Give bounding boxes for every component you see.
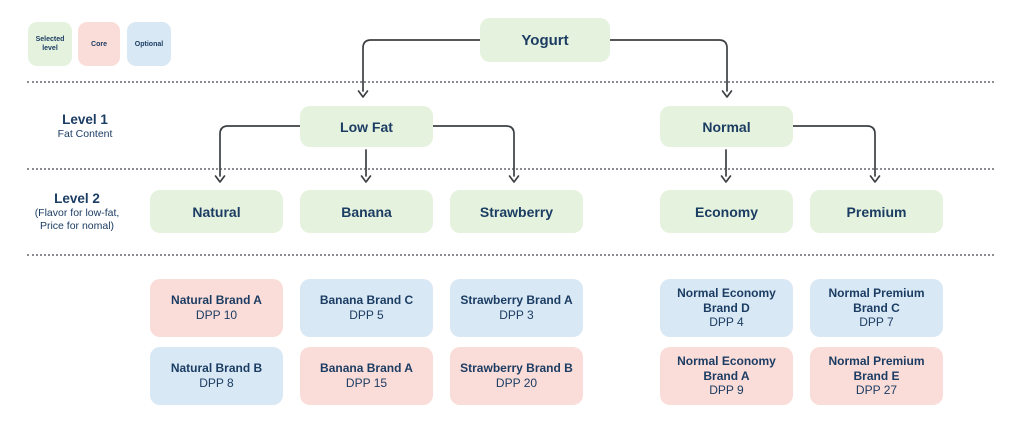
brand-title: Strawberry Brand B: [460, 361, 573, 376]
brand-dpp: DPP 27: [855, 383, 898, 397]
dotted-separator-top: [27, 81, 994, 83]
legend-label: Core: [91, 40, 107, 48]
brand-dpp: DPP 8: [199, 375, 234, 390]
brand-card-natural-brand-b: Natural Brand B DPP 8: [150, 347, 283, 405]
brand-dpp: DPP 10: [195, 307, 238, 322]
brand-title: Banana Brand A: [320, 361, 413, 376]
level2-title: Level 2: [54, 191, 100, 206]
level2-node-strawberry: Strawberry: [450, 190, 583, 233]
arrow-down-icon: [508, 175, 520, 183]
brand-dpp: DPP 3: [499, 307, 534, 322]
level2-node-economy: Economy: [660, 190, 793, 233]
edge-yogurt-to-normal: [609, 39, 728, 92]
node-label: Premium: [846, 203, 907, 220]
arrow-down-icon: [360, 175, 372, 183]
level2-row-label: Level 2 (Flavor for low-fat, Price for n…: [12, 191, 142, 233]
arrow-down-icon: [720, 175, 732, 183]
arrow-down-icon: [357, 90, 369, 98]
brand-dpp: DPP 7: [859, 315, 894, 329]
level1-row-label: Level 1 Fat Content: [20, 112, 150, 141]
arrow-down-icon: [721, 90, 733, 98]
level2-subtitle-line2: Price for nomal): [39, 220, 115, 232]
brand-title: Natural Brand A: [171, 293, 262, 308]
node-label: Strawberry: [479, 203, 554, 220]
level2-node-premium: Premium: [810, 190, 943, 233]
level1-node-low-fat: Low Fat: [300, 106, 433, 147]
brand-card-strawberry-brand-b: Strawberry Brand B DPP 20: [450, 347, 583, 405]
brand-dpp: DPP 9: [709, 383, 744, 397]
brand-card-banana-brand-c: Banana Brand C DPP 5: [300, 279, 433, 337]
brand-title: Normal Premium Brand E: [828, 354, 925, 383]
brand-dpp: DPP 15: [345, 375, 388, 390]
brand-card-normal-economy-brand-a: Normal Economy Brand A DPP 9: [660, 347, 793, 405]
node-label: Yogurt: [521, 31, 569, 49]
node-label: Economy: [694, 203, 758, 220]
node-label: Natural: [192, 203, 241, 220]
brand-title: Strawberry Brand A: [460, 293, 573, 308]
brand-title: Normal Premium Brand C: [828, 286, 925, 315]
dotted-separator-middle: [27, 168, 994, 170]
arrow-down-icon: [214, 175, 226, 183]
arrow-down-icon: [869, 175, 881, 183]
legend-item-selected-level: Selected level: [28, 22, 72, 66]
level1-title: Level 1: [62, 112, 108, 127]
level2-node-banana: Banana: [300, 190, 433, 233]
node-label: Low Fat: [340, 118, 393, 135]
level2-node-natural: Natural: [150, 190, 283, 233]
brand-card-normal-premium-brand-c: Normal Premium Brand C DPP 7: [810, 279, 943, 337]
brand-card-banana-brand-a: Banana Brand A DPP 15: [300, 347, 433, 405]
legend-item-optional: Optional: [127, 22, 171, 66]
dotted-separator-bottom: [27, 254, 994, 256]
brand-title: Normal Economy Brand A: [677, 354, 776, 383]
node-label: Normal: [702, 118, 751, 135]
brand-dpp: DPP 4: [709, 315, 744, 329]
legend-label: Optional: [134, 40, 164, 48]
edge-yogurt-to-low-fat: [362, 39, 481, 92]
brand-dpp: DPP 5: [349, 307, 384, 322]
node-label: Banana: [341, 203, 392, 220]
root-node-yogurt: Yogurt: [480, 18, 610, 62]
legend-item-core: Core: [78, 22, 120, 66]
brand-title: Natural Brand B: [170, 361, 263, 376]
brand-title: Normal Economy Brand D: [677, 286, 776, 315]
level1-node-normal: Normal: [660, 106, 793, 147]
legend-label: Selected level: [35, 36, 65, 52]
brand-card-natural-brand-a: Natural Brand A DPP 10: [150, 279, 283, 337]
level1-subtitle: Fat Content: [57, 128, 113, 140]
brand-card-strawberry-brand-a: Strawberry Brand A DPP 3: [450, 279, 583, 337]
level2-subtitle-line1: (Flavor for low-fat,: [34, 207, 120, 219]
brand-dpp: DPP 20: [495, 375, 538, 390]
brand-title: Banana Brand C: [319, 293, 414, 308]
brand-card-normal-economy-brand-d: Normal Economy Brand D DPP 4: [660, 279, 793, 337]
brand-card-normal-premium-brand-e: Normal Premium Brand E DPP 27: [810, 347, 943, 405]
